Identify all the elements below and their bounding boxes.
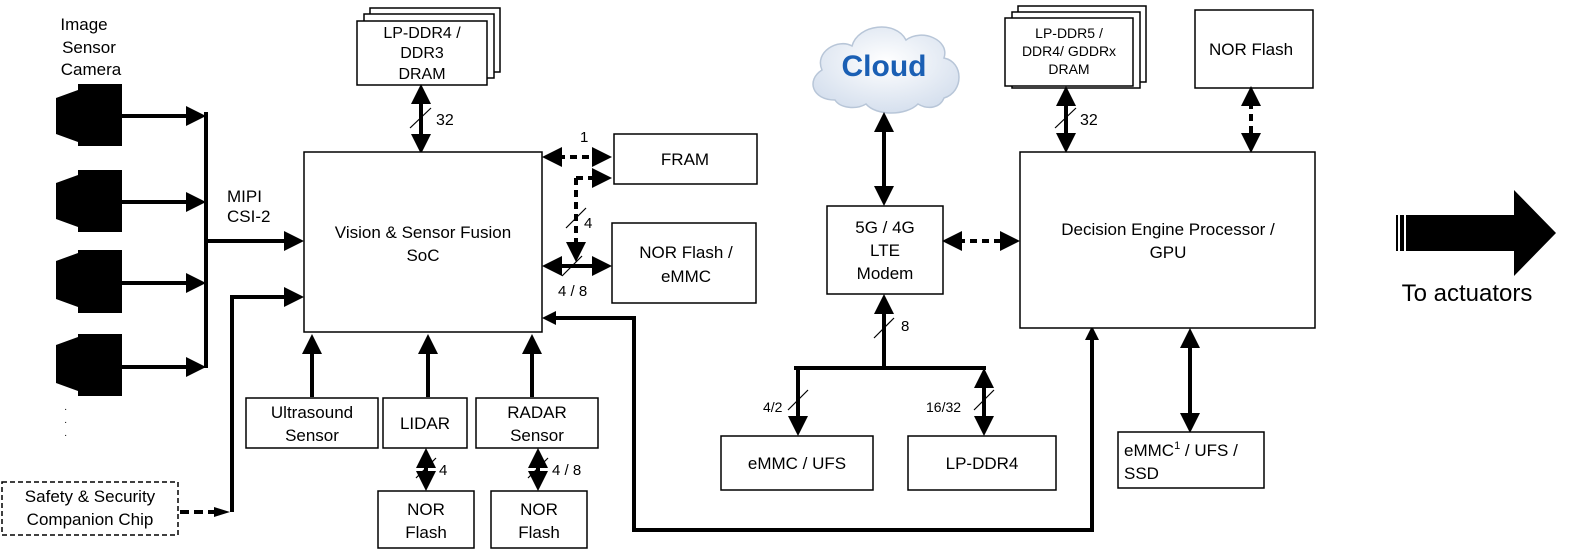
bus-slash xyxy=(1054,107,1077,129)
gpu-soc-loop xyxy=(542,311,1099,532)
dram-left-line1: LP-DDR4 / xyxy=(383,25,461,42)
nor-lidar-box xyxy=(377,490,475,549)
dram-left-line3: DRAM xyxy=(398,66,445,83)
camera-title-line2: Sensor xyxy=(62,38,116,57)
camera-ellipsis-dot: · xyxy=(64,430,67,441)
safety-chip-link xyxy=(180,287,304,517)
lidar-box xyxy=(382,397,468,449)
fram-box xyxy=(613,133,758,185)
storage-right-line2: SSD xyxy=(1124,464,1159,483)
dram-right-line3: DRAM xyxy=(1048,61,1089,77)
emmc-ufs-label: eMMC / UFS xyxy=(748,454,846,473)
soc-box xyxy=(303,151,543,333)
camera-ellipsis-dot: · xyxy=(64,417,67,428)
ultrasound-box xyxy=(245,397,379,449)
fram-bus-width: 1 xyxy=(580,129,588,146)
lpddr4-bus-width: 16/32 xyxy=(926,399,961,415)
emmc-ufs-bus-width: 4/2 xyxy=(763,399,783,415)
ultrasound-line2: Sensor xyxy=(285,426,339,445)
soc-line2: SoC xyxy=(406,246,439,265)
nor-radar-line1: NOR xyxy=(520,500,558,519)
safety-chip-line2: Companion Chip xyxy=(27,510,154,529)
storage-right-line1: eMMC1 / UFS / xyxy=(1124,440,1238,460)
camera-icon xyxy=(56,84,122,146)
gpu-line2: GPU xyxy=(1150,243,1187,262)
radar-line1: RADAR xyxy=(507,403,567,422)
lpddr4-box xyxy=(907,435,1057,491)
safety-chip-box xyxy=(1,481,179,536)
modem-line1: 5G / 4G xyxy=(855,218,915,237)
nor-lidar-line1: NOR xyxy=(407,500,445,519)
radar-box xyxy=(475,397,599,449)
modem-memory-bus xyxy=(788,366,994,436)
nor-radar-box xyxy=(490,490,588,549)
dram-left-stack xyxy=(356,7,501,86)
fram-bus xyxy=(542,147,612,262)
dram-left-line2: DDR3 xyxy=(400,45,444,62)
nor-lidar-line2: Flash xyxy=(405,523,447,542)
nor-right-label: NOR Flash xyxy=(1209,40,1293,59)
nor-emmc-bus-width-a: 4 xyxy=(584,215,592,232)
bus-slash xyxy=(565,207,587,229)
actuator-arrow-icon xyxy=(1396,190,1556,276)
bus-slash xyxy=(527,457,549,479)
soc-line1: Vision & Sensor Fusion xyxy=(335,223,511,242)
nor-emmc-line2: eMMC xyxy=(661,267,711,286)
nor-emmc-bus-width-b: 4 / 8 xyxy=(558,283,587,300)
actuators-label: To actuators xyxy=(1402,280,1533,307)
bus-slash xyxy=(409,107,432,129)
modem-line2: LTE xyxy=(870,241,900,260)
camera-title-line3: Camera xyxy=(61,60,122,79)
bus-slash xyxy=(873,317,895,339)
camera-bus-lines xyxy=(122,106,304,377)
fram-label: FRAM xyxy=(661,150,709,169)
nor-emmc-box xyxy=(611,222,757,304)
radar-line2: Sensor xyxy=(510,426,564,445)
ultrasound-line1: Ultrasound xyxy=(271,403,353,422)
bus-slash xyxy=(787,389,809,411)
nor-radar-line2: Flash xyxy=(518,523,560,542)
storage-right-footnote: 1 xyxy=(1174,440,1180,452)
camera-icon xyxy=(56,250,122,313)
camera-icon xyxy=(56,334,122,396)
camera-ellipsis-dot: · xyxy=(64,404,67,415)
dram-right-bus-width: 32 xyxy=(1080,112,1098,129)
mipi-label-line1: MIPI xyxy=(227,187,262,206)
mipi-label-line2: CSI-2 xyxy=(227,207,270,226)
dram-right-line2: DDR4/ GDDRx xyxy=(1022,43,1116,59)
safety-chip-line1: Safety & Security xyxy=(25,487,156,506)
bus-slash xyxy=(561,255,583,277)
emmc-ufs-box xyxy=(720,435,874,491)
bus-slash xyxy=(415,457,437,479)
lidar-label: LIDAR xyxy=(400,414,450,433)
cloud-label: Cloud xyxy=(842,50,927,83)
lpddr4-label: LP-DDR4 xyxy=(946,454,1019,473)
camera-icon xyxy=(56,170,122,232)
storage-right-box xyxy=(1117,431,1265,489)
modem-line3: Modem xyxy=(857,264,914,283)
nor-emmc-line1: NOR Flash / xyxy=(639,243,733,262)
radar-bus-width: 4 / 8 xyxy=(552,462,581,479)
gpu-line1: Decision Engine Processor / xyxy=(1061,220,1275,239)
dram-right-line1: LP-DDR5 / xyxy=(1035,25,1103,41)
lidar-bus-width: 4 xyxy=(439,462,447,479)
bus-slash xyxy=(973,389,995,411)
modem-bus-width: 8 xyxy=(901,318,909,335)
gpu-box xyxy=(1019,151,1316,329)
dram-left-bus-width: 32 xyxy=(436,112,454,129)
storage-right-main: eMMC xyxy=(1124,441,1174,460)
storage-right-rest: / UFS / xyxy=(1180,441,1238,460)
camera-title-line1: Image xyxy=(60,15,107,34)
